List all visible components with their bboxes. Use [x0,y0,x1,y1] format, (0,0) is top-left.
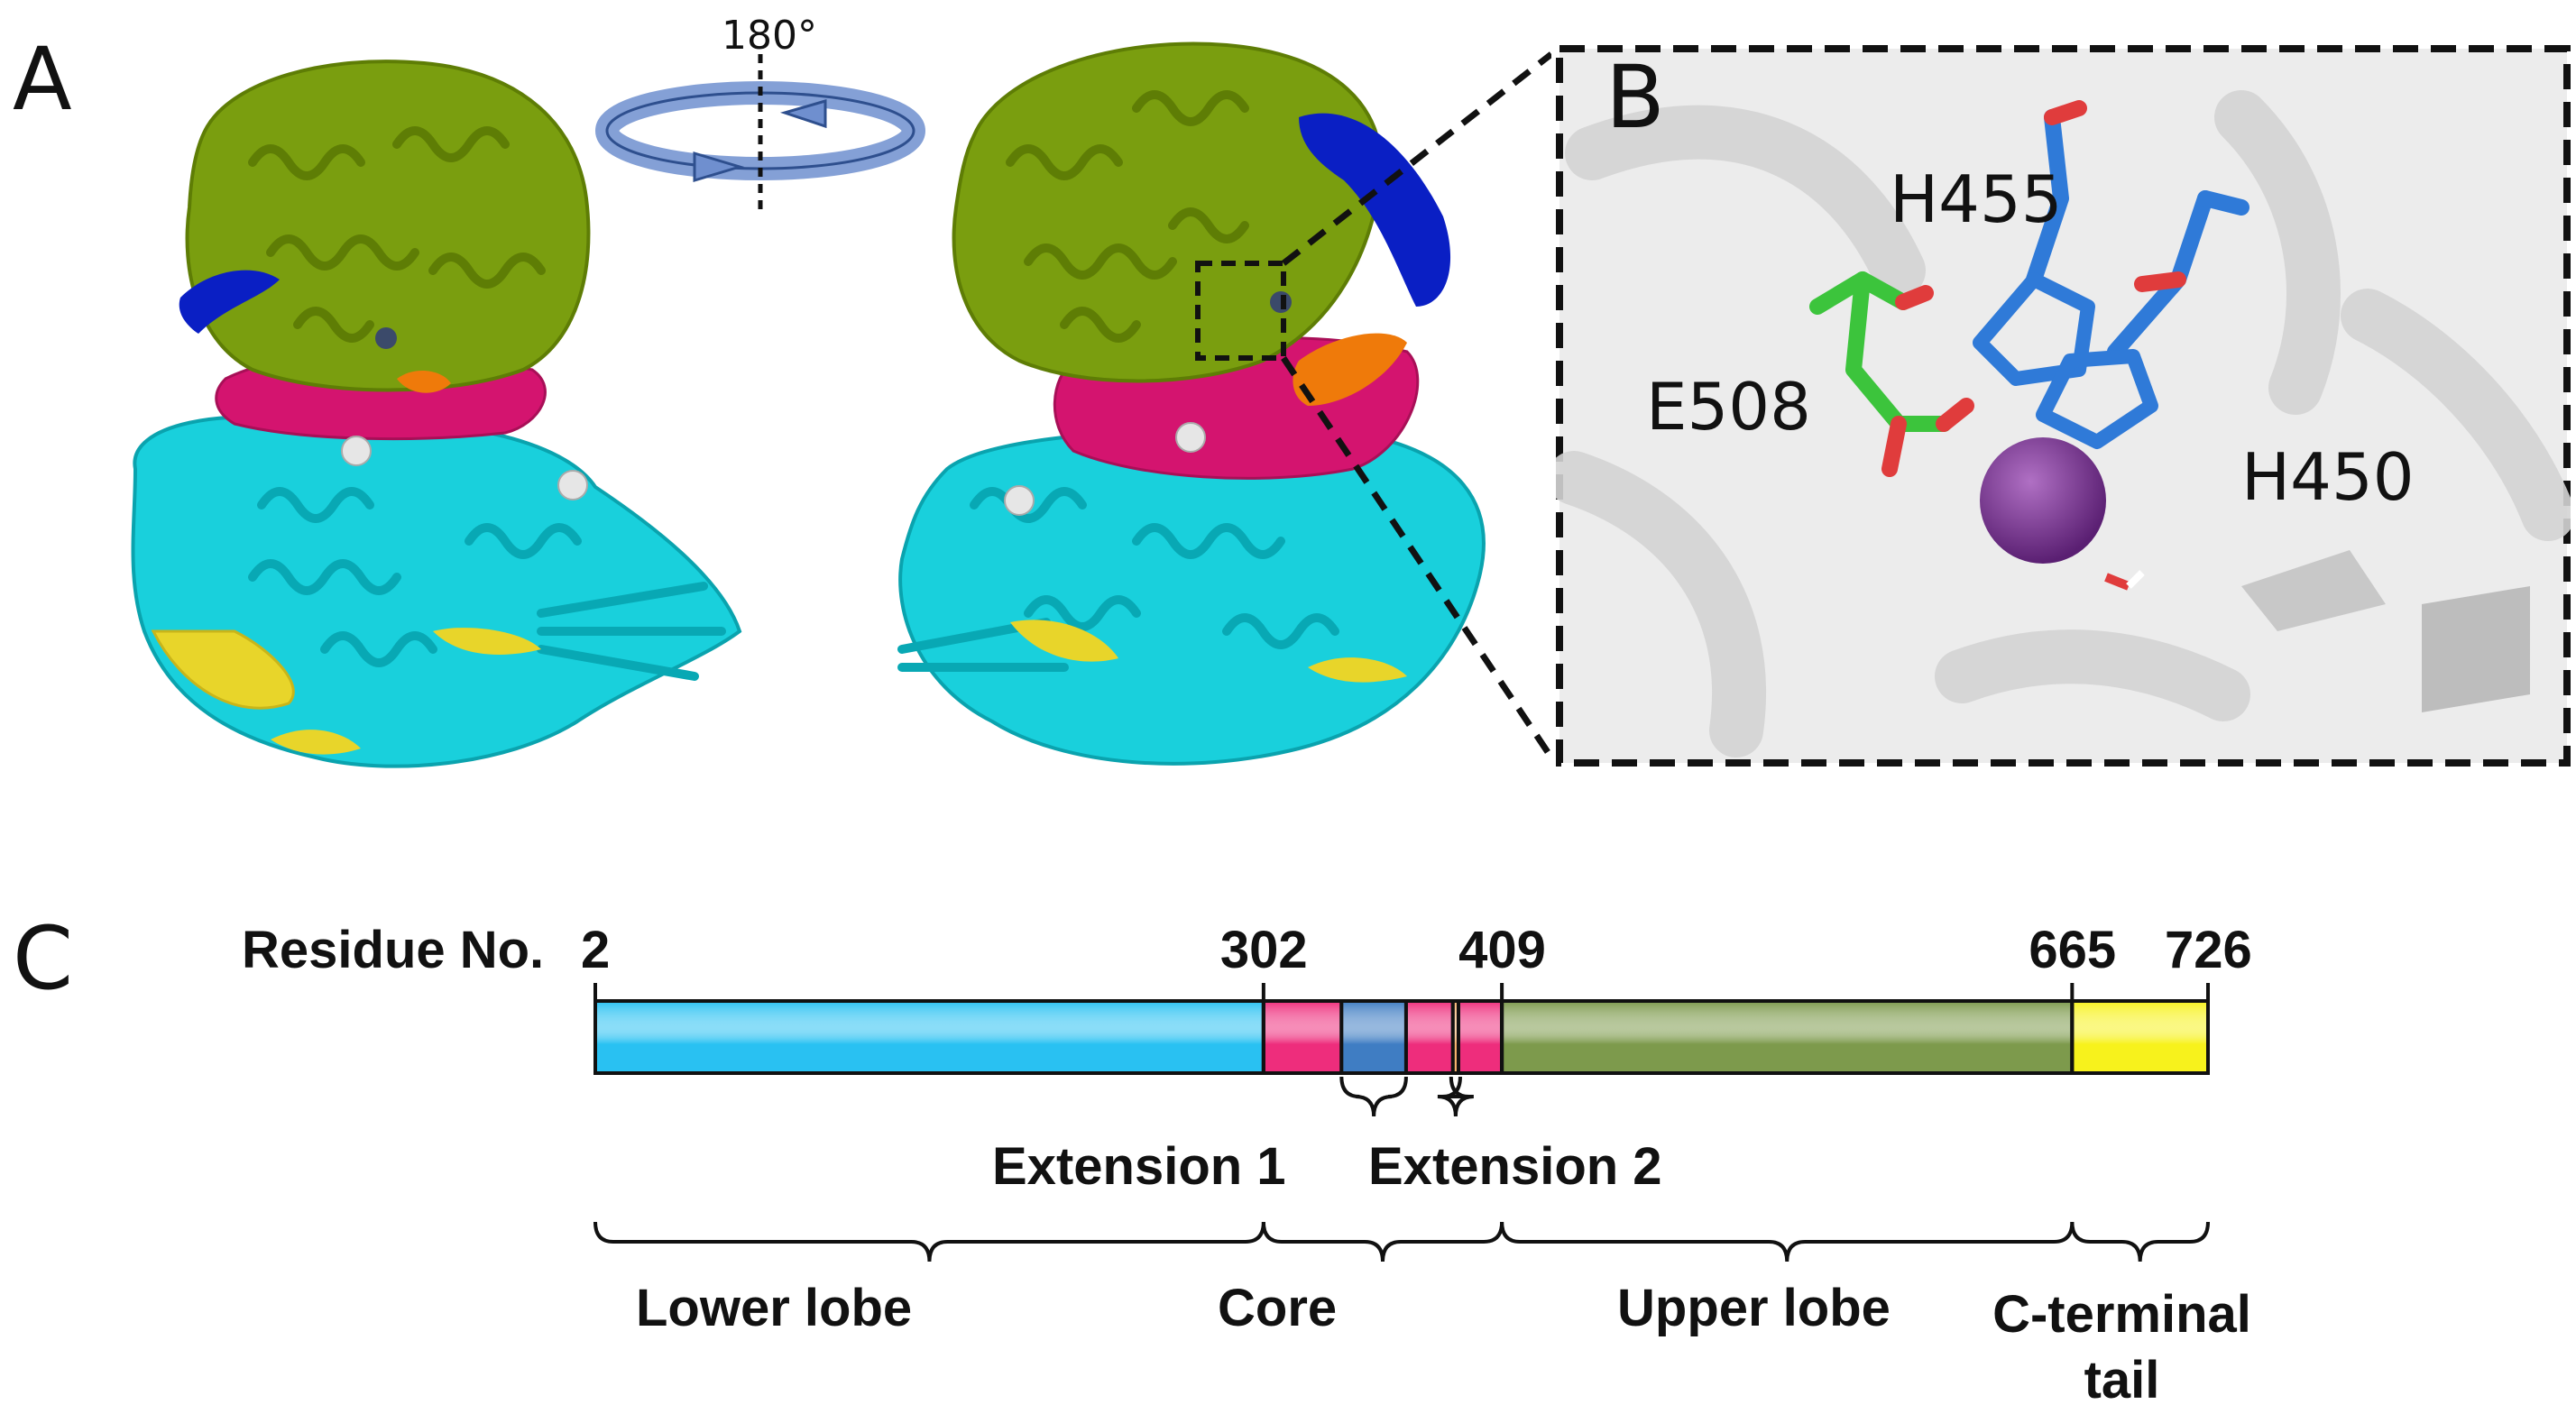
rotation-label: 180° [722,13,817,59]
segment-shade-upper-lobe [1500,999,2075,1075]
region-label-lower-lobe: Lower lobe [636,1279,913,1337]
upper-lobe-left [185,60,591,392]
panel-a-structures [131,41,1551,768]
zoom-line-bottom [1281,356,1551,759]
metal-ion-left-1 [375,327,397,349]
domain-bars [593,999,2210,1075]
panel-label-c: C [13,908,74,1009]
panel-label-a: A [13,29,72,130]
ion-right-2 [1175,422,1206,453]
tick-label-2: 2 [581,921,611,979]
orange-helix-left [397,370,451,393]
blue-helix-right [1299,113,1451,308]
tick-label-726: 726 [2165,921,2252,979]
brace-upper-lobe [1500,1221,2075,1262]
residue-label-e508: E508 [1646,369,1811,445]
ion-left-2 [341,436,372,466]
zoom-line-top [1281,51,1551,266]
structure-right [897,41,1486,766]
brace-c-terminal-tail [2070,1221,2210,1262]
panel-b-zoom [1556,45,2571,767]
panel-label-b: B [1605,47,1665,148]
extension-2-label: Extension 2 [1368,1137,1662,1196]
tick-label-665: 665 [2029,921,2117,979]
ion-right-3 [1004,485,1035,516]
structure-left [131,60,742,768]
residue-axis-label: Residue No. [242,921,545,979]
segment-shade-core-b [1403,999,1455,1075]
ion-left-3 [557,470,588,500]
residue-label-h450: H450 [2241,439,2415,515]
domain-braces [593,1076,2210,1262]
blue-helix-left [179,270,280,334]
residue-label-h455: H455 [1890,161,2063,237]
brace-lower-lobe [593,1221,1265,1262]
his450-stick [2036,190,2249,449]
segment-shade-lower-lobe [593,999,1265,1075]
region-label-c-terminal-tail: C-terminal tail [1992,1285,2251,1409]
segment-shade-extension-1 [1339,999,1408,1075]
his455-stick [1973,100,2095,386]
metal-ion-sphere [1980,437,2106,564]
active-site-box [1195,261,1286,361]
region-label-upper-lobe: Upper lobe [1617,1279,1891,1337]
brace-extension-1 [1339,1076,1408,1117]
lower-lobe-left-helices [248,487,726,681]
segment-shade-c-terminal-tail [2070,999,2210,1075]
domain-ticks [593,983,2210,1073]
brace-extension-2 [1437,1076,1474,1117]
extension-1-label: Extension 1 [992,1137,1286,1196]
region-label-core: Core [1218,1279,1338,1337]
tick-label-409: 409 [1458,921,1546,979]
rotation-arrows [595,54,925,216]
orange-helix-right [1293,333,1407,406]
glu508-stick [1809,271,1974,477]
segment-shade-core-c [1456,999,1504,1075]
upper-lobe-left-helices [248,126,546,343]
brace-core [1261,1221,1504,1262]
c-terminal-left [151,629,295,710]
tick-label-302: 302 [1219,921,1308,979]
c-terminal-right [1010,620,1118,662]
segment-shade-core-a [1261,999,1344,1075]
